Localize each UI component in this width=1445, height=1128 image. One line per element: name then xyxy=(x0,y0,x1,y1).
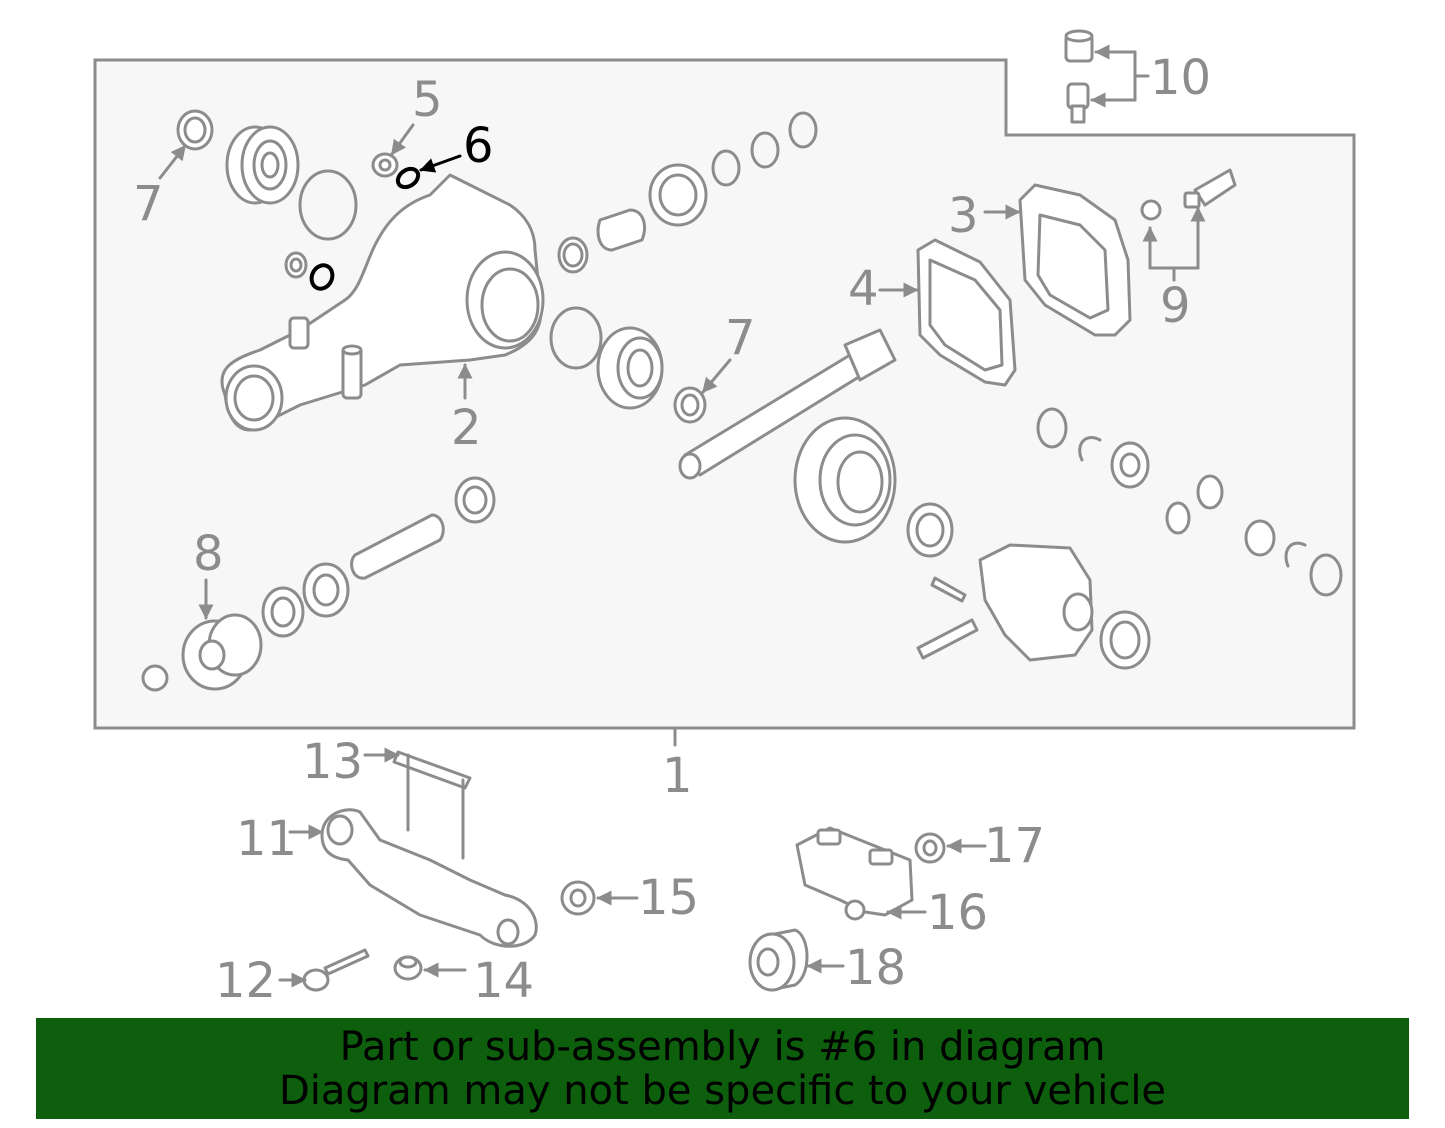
callout-3: 3 xyxy=(948,188,979,244)
part-4-gasket xyxy=(916,238,1017,387)
banner-line-2: Diagram may not be specific to your vehi… xyxy=(278,1067,1167,1114)
part-14-nut xyxy=(393,955,423,981)
callout-18: 18 xyxy=(845,940,906,996)
part-15-nut xyxy=(560,880,596,916)
part-7-seal-mid xyxy=(673,386,707,424)
part-3-cover xyxy=(1018,183,1132,337)
callout-5: 5 xyxy=(412,72,443,128)
leader-7a xyxy=(158,144,187,180)
callout-14: 14 xyxy=(473,953,534,1009)
part-16-bracket xyxy=(795,826,914,921)
part-17-nut xyxy=(914,832,946,864)
part-8-flange xyxy=(141,613,263,692)
part-18-bushing xyxy=(748,928,809,992)
callout-16: 16 xyxy=(927,885,988,941)
bearing-row-upper xyxy=(557,111,818,274)
leader-7b xyxy=(701,358,732,394)
o-ring-mid xyxy=(549,306,603,370)
part-7-seal-top xyxy=(176,109,214,151)
part-11-member xyxy=(320,808,538,948)
leader-10 xyxy=(1090,44,1150,108)
part-10-bushings xyxy=(1064,29,1094,124)
info-banner: Part or sub-assembly is #6 in diagram Di… xyxy=(36,1018,1409,1119)
ring-gear xyxy=(793,416,897,544)
callout-1: 1 xyxy=(662,748,693,804)
part-9-sensor xyxy=(1140,168,1237,221)
differential-case xyxy=(906,502,1151,670)
callout-4: 4 xyxy=(848,261,879,317)
o-ring-large xyxy=(298,169,358,241)
callout-15: 15 xyxy=(638,870,699,926)
callout-13: 13 xyxy=(302,734,363,790)
callout-11: 11 xyxy=(236,811,297,867)
callout-2: 2 xyxy=(451,400,482,456)
side-gear-set xyxy=(1036,407,1343,597)
leader-5 xyxy=(390,123,415,156)
callout-7a: 7 xyxy=(133,176,164,232)
banner-line-1: Part or sub-assembly is #6 in diagram xyxy=(339,1023,1106,1070)
callout-9: 9 xyxy=(1160,278,1191,334)
callout-10: 10 xyxy=(1150,50,1211,106)
washer-small xyxy=(284,251,308,279)
leader-9 xyxy=(1142,206,1206,282)
callout-7b: 7 xyxy=(725,310,756,366)
axle-seals xyxy=(261,476,496,638)
pinion-bearing xyxy=(596,326,664,410)
callout-17: 17 xyxy=(984,818,1045,874)
callout-12: 12 xyxy=(215,953,276,1009)
leader-6 xyxy=(419,154,462,173)
side-bearing-left xyxy=(225,125,300,205)
pinion-shaft xyxy=(678,328,897,480)
part-6-o-ring xyxy=(309,166,421,291)
callout-6: 6 xyxy=(463,118,494,174)
callout-8: 8 xyxy=(193,526,224,582)
part-5-washer xyxy=(371,152,399,178)
part-13-stud-plate xyxy=(392,750,472,860)
part-12-bolt xyxy=(302,948,370,992)
part-2-housing xyxy=(220,173,545,432)
